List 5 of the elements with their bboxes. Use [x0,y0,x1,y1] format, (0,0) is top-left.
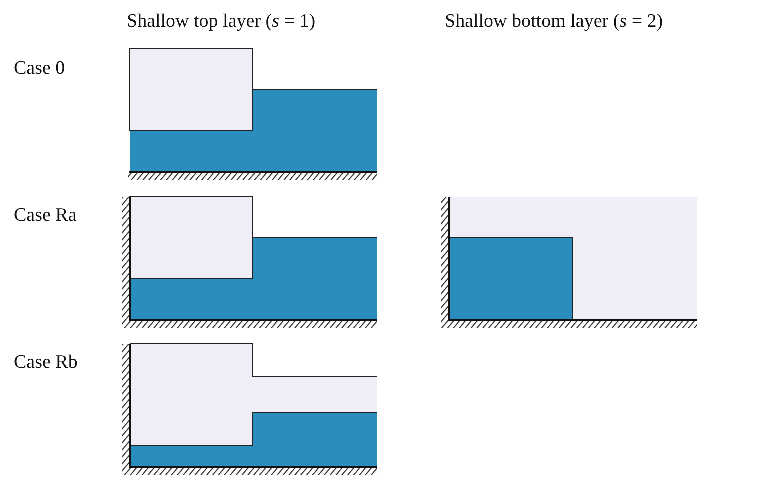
column-heading: Shallow bottom layer (s = 2) [445,12,664,33]
row-label: Case Ra [14,206,77,227]
column-heading: Shallow top layer (s = 1) [127,12,316,33]
row-label: Case 0 [14,59,66,80]
row-label: Case Rb [14,353,78,374]
